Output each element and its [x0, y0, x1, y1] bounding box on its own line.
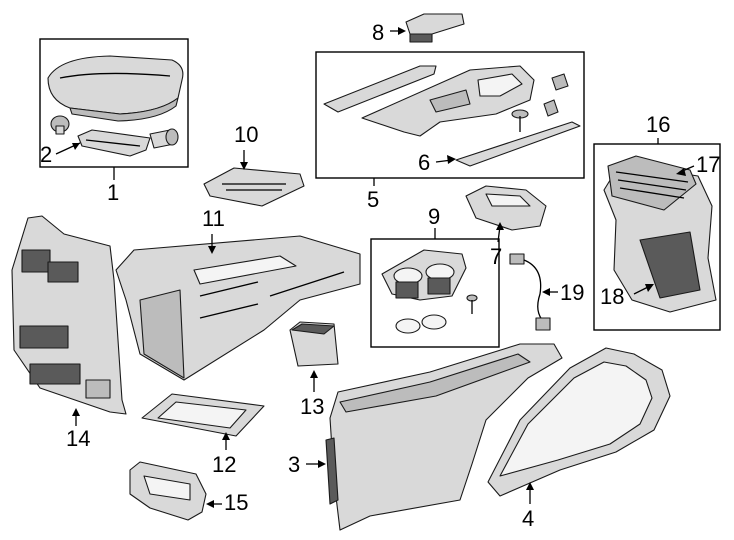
shift-panel-part: [361, 65, 535, 137]
callout-12: 12: [212, 452, 236, 477]
callout-2: 2: [40, 142, 52, 167]
armrest-lid-part: [47, 55, 184, 122]
pocket-part-7: [465, 185, 547, 231]
callout-17: 17: [696, 152, 720, 177]
trim-strip-part: [323, 65, 437, 113]
callout-6: 6: [418, 150, 430, 175]
screw-part: [511, 109, 529, 132]
trim-panel-part-6: [455, 121, 581, 167]
callout-8: 8: [372, 20, 384, 45]
group-box-16: [593, 143, 721, 331]
cup-holder-part: [381, 249, 467, 301]
bracket-part-15: [129, 461, 207, 521]
bezel-part-8: [405, 13, 465, 43]
bumper-right-part: [149, 128, 179, 149]
bin-part-13: [289, 321, 339, 367]
callout-15: 15: [224, 490, 248, 515]
harness-part-19: [509, 253, 551, 331]
lid-hinge-pad-part: [77, 129, 151, 157]
cup-mat-part: [395, 314, 447, 334]
callout-4: 4: [522, 506, 534, 531]
clip-part-a: [551, 73, 569, 91]
callout-7: 7: [490, 244, 502, 269]
group-box-5: [315, 51, 585, 179]
callout-3: 3: [288, 452, 300, 477]
callout-9: 9: [428, 204, 440, 229]
callout-11: 11: [202, 206, 225, 231]
tray-part-12: [141, 393, 265, 437]
tray-mat-part-10: [203, 167, 305, 207]
clip-part-b: [543, 99, 559, 117]
callout-14: 14: [66, 426, 90, 451]
callout-5: 5: [367, 187, 379, 212]
cup-holder-screw: [466, 294, 478, 314]
callout-16: 16: [646, 112, 670, 137]
bumper-left-part: [50, 115, 70, 135]
callout-10: 10: [234, 122, 258, 147]
console-body-part-11: [115, 235, 361, 381]
callout-19: 19: [560, 280, 584, 305]
air-duct-part: [603, 155, 717, 313]
callout-18: 18: [600, 284, 624, 309]
side-panel-part-3: [325, 343, 563, 531]
callout-13: 13: [300, 394, 324, 419]
rear-panel-part-14: [11, 215, 127, 415]
side-trim-part-4: [487, 347, 671, 497]
callout-1: 1: [107, 180, 119, 205]
